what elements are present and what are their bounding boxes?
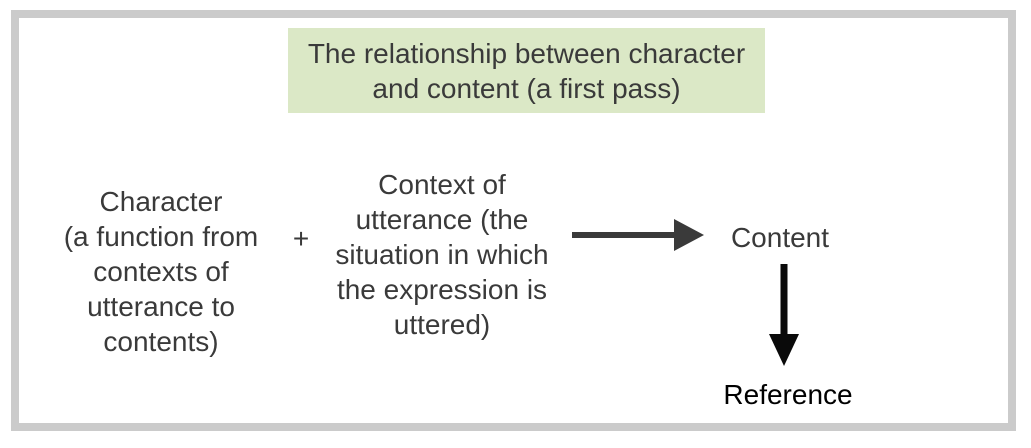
context-block: Context of utterance (the situation in w… [335,169,549,340]
plus-operator: + [292,223,310,254]
right-arrow-icon [572,219,704,251]
content-label: Content [730,222,830,253]
outer-frame [11,10,1016,431]
reference-label: Reference [723,379,853,410]
diagram-title: The relationship between character and c… [307,37,746,104]
character-block: Character (a function from contexts of u… [63,186,259,357]
title-box: The relationship between character and c… [288,28,765,113]
down-arrow-icon [769,264,799,366]
